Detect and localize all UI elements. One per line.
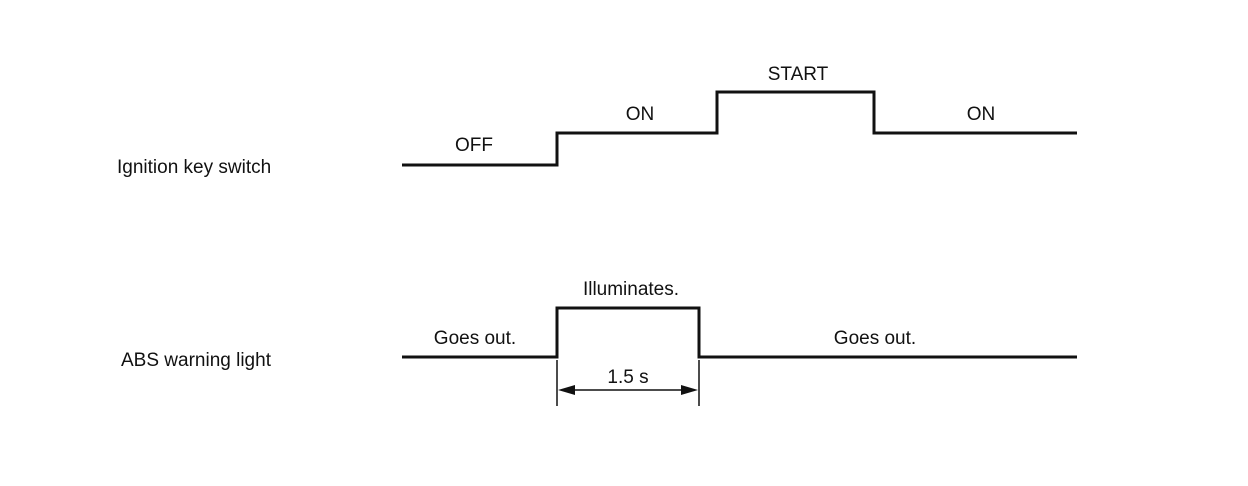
- ignition-state-start: START: [768, 64, 829, 85]
- abs-state-goes-out-1: Goes out.: [434, 328, 516, 349]
- ignition-waveform: [402, 90, 1077, 167]
- ignition-state-on-2: ON: [967, 104, 996, 125]
- abs-state-illuminates: Illuminates.: [583, 279, 679, 300]
- ignition-state-on-1: ON: [626, 104, 655, 125]
- duration-dimension: 1.5 s: [556, 360, 700, 406]
- duration-arrow-right: [681, 385, 698, 395]
- duration-label: 1.5 s: [607, 367, 648, 388]
- ignition-row: Ignition key switch OFF ON START ON: [117, 64, 1077, 178]
- abs-state-goes-out-2: Goes out.: [834, 328, 916, 349]
- abs-row: ABS warning light Goes out. Illuminates.…: [121, 279, 1077, 371]
- abs-warning-light-label: ABS warning light: [121, 350, 272, 371]
- abs-waveform: [402, 306, 1077, 359]
- ignition-state-off: OFF: [455, 135, 493, 156]
- ignition-key-switch-label: Ignition key switch: [117, 157, 271, 178]
- duration-arrow-left: [558, 385, 575, 395]
